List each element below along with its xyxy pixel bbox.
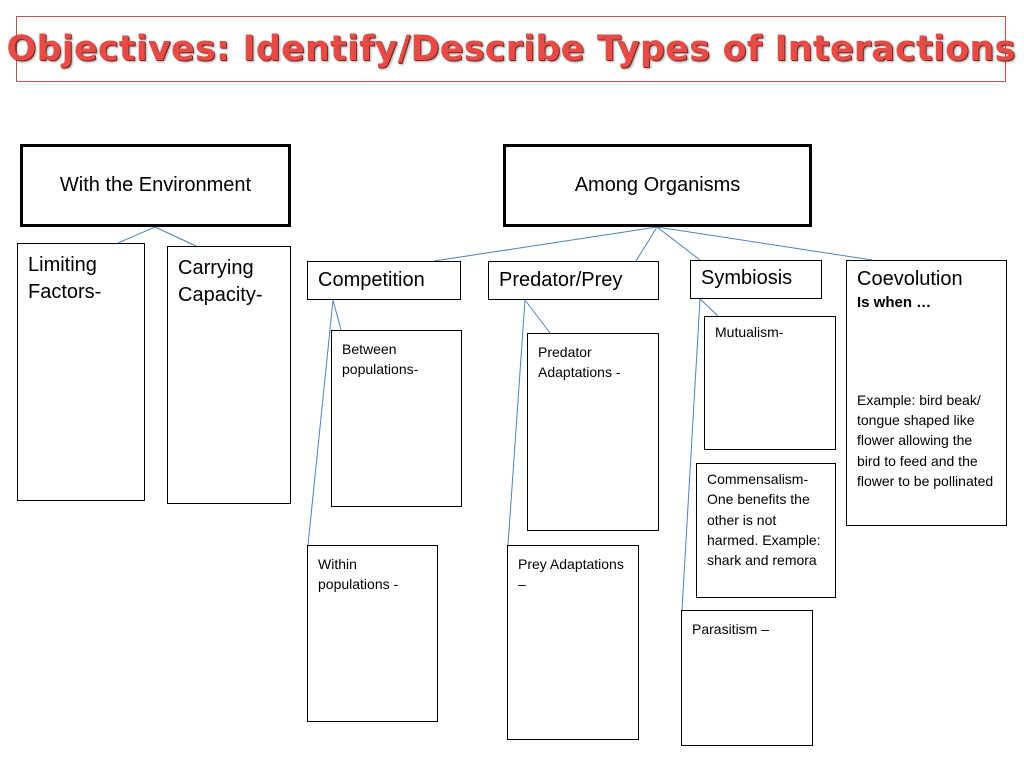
connector-line [681,298,701,611]
coevolution-box: Coevolution Is when … Example: bird beak… [846,260,1007,526]
carrying-capacity-box: Carrying Capacity- [167,246,291,504]
connector-line [332,299,342,331]
connector-line [656,226,701,261]
connector-line [699,298,719,317]
coevolution-example: Example: bird beak/ tongue shaped like f… [857,391,994,489]
commensalism-box: Commensalism- One benefits the other is … [696,463,836,598]
connector-line [524,299,551,334]
competition-label: Competition [318,269,425,291]
symbiosis-label: Symbiosis [701,267,793,289]
page-title: Objectives: Identify/Describe Types of I… [6,29,1016,69]
symbiosis-box: Symbiosis [690,260,822,299]
title-banner: Objectives: Identify/Describe Types of I… [6,16,1015,82]
limiting-factors-box: Limiting Factors- [17,243,145,501]
connector-line [117,226,156,244]
coevolution-subtitle: Is when … [857,293,932,311]
prey-adaptations-box: Prey Adaptations – [507,545,639,740]
carrying-capacity-label: Carrying Capacity- [178,257,263,306]
competition-box: Competition [307,261,461,300]
coevolution-label: Coevolution [857,268,963,290]
predator-prey-box: Predator/Prey [488,261,659,300]
predator-prey-label: Predator/Prey [499,269,623,291]
predator-adaptations-box: Predator Adaptations - [527,333,659,531]
environment-box: With the Environment [20,144,291,227]
organisms-box: Among Organisms [503,144,812,227]
mutualism-box: Mutualism- [704,316,836,450]
limiting-factors-label: Limiting Factors- [28,254,102,303]
organisms-label: Among Organisms [574,173,741,196]
connector-line [507,299,526,546]
within-populations-label: Within populations - [318,556,399,593]
commensalism-label: Commensalism- One benefits the other is … [707,471,821,569]
parasitism-label: Parasitism – [692,621,770,637]
connector-line [635,226,658,262]
between-populations-box: Between populations- [331,330,462,507]
within-populations-box: Within populations - [307,545,438,722]
prey-adaptations-label: Prey Adaptations – [518,556,624,593]
connector-line [433,226,658,262]
predator-adaptations-label: Predator Adaptations - [538,344,621,381]
connector-line [307,299,334,546]
between-populations-label: Between populations- [342,341,419,378]
mutualism-label: Mutualism- [715,324,784,340]
connector-line [154,226,197,247]
connector-line [656,226,873,261]
parasitism-box: Parasitism – [681,610,813,746]
environment-label: With the Environment [59,173,252,196]
